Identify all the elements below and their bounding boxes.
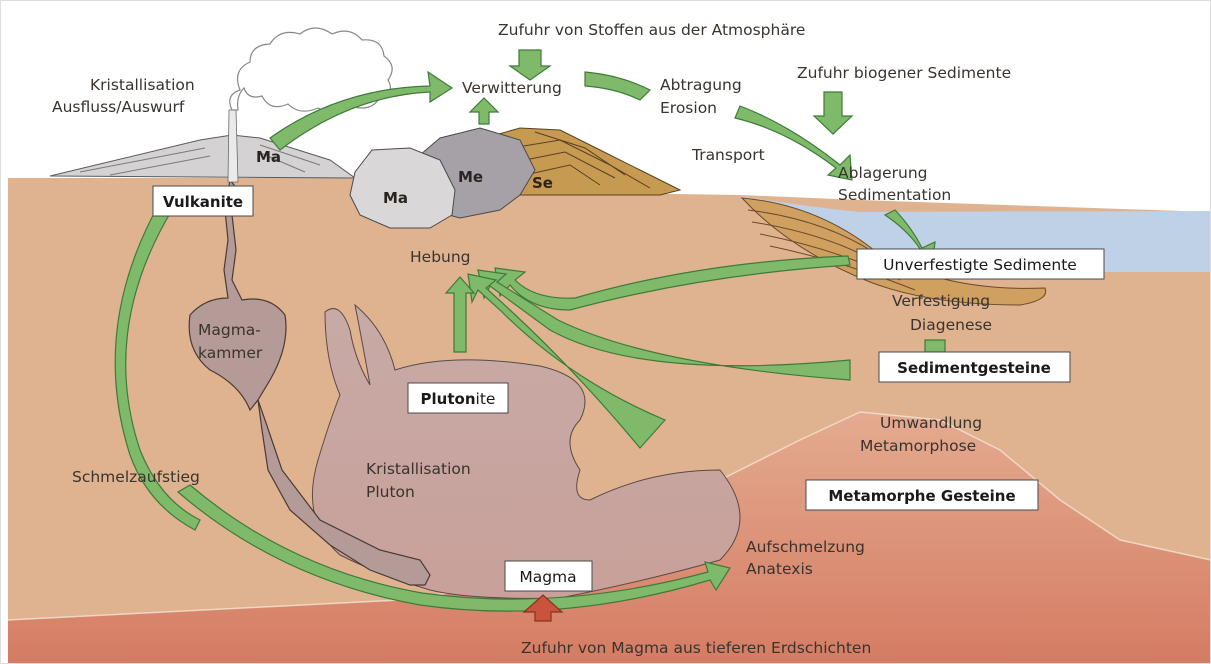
sedimentgesteine-label: Sedimentgesteine <box>897 359 1051 377</box>
box-vulkanite: Vulkanite <box>153 186 253 216</box>
metamorphe-label: Metamorphe Gesteine <box>828 487 1015 505</box>
schmelzaufstieg-label: Schmelzaufstieg <box>72 468 200 486</box>
biogen-label: Zufuhr biogener Sedimente <box>797 64 1011 82</box>
verfestigung-label: Verfestigung <box>892 292 990 310</box>
box-magma: Magma <box>505 561 592 591</box>
diagenese-label: Diagenese <box>910 316 992 334</box>
box-plutonite: Plutonite <box>408 383 508 413</box>
magmakammer-label-2: kammer <box>198 344 263 362</box>
magmakammer-label-1: Magma- <box>198 321 261 339</box>
kristallisation-pluton-label: Kristallisation <box>366 460 471 478</box>
pluton-label: Pluton <box>366 483 415 501</box>
box-unverfestigte-sedimente: Unverfestigte Sedimente <box>857 249 1104 279</box>
hebung-label: Hebung <box>410 248 471 266</box>
ablagerung-label: Ablagerung <box>838 164 927 182</box>
plutonite-label-bold: Pluton <box>421 390 476 408</box>
metamorphite-label: Me <box>458 168 483 186</box>
box-metamorphe-gesteine: Metamorphe Gesteine <box>806 480 1038 510</box>
unverfestigte-label: Unverfestigte Sedimente <box>883 256 1077 274</box>
box-sedimentgesteine: Sedimentgesteine <box>879 352 1070 382</box>
plutonite-label-rest: ite <box>476 390 496 408</box>
plutonite-label: Plutonite <box>421 390 496 408</box>
erosion-label: Erosion <box>660 99 717 117</box>
arrow-diagenese <box>925 340 945 352</box>
vulkanite-label: Vulkanite <box>163 193 243 211</box>
sedimentite-label: Se <box>532 174 553 192</box>
umwandlung-label: Umwandlung <box>880 414 982 432</box>
atmosphere-input-label: Zufuhr von Stoffen aus der Atmosphäre <box>498 21 805 39</box>
magmatite-label: Ma <box>383 189 408 207</box>
abtragung-label: Abtragung <box>660 76 742 94</box>
ausfluss-label: Ausfluss/Auswurf <box>52 98 185 116</box>
anatexis-label: Anatexis <box>746 560 813 578</box>
magma-label: Magma <box>519 568 576 586</box>
transport-label: Transport <box>691 146 765 164</box>
verwitterung-label: Verwitterung <box>462 79 562 97</box>
kristallisation-label: Kristallisation <box>90 76 195 94</box>
aufschmelzung-label: Aufschmelzung <box>746 538 865 556</box>
metamorphose-label: Metamorphose <box>860 437 976 455</box>
magma-input-label: Zufuhr von Magma aus tieferen Erdschicht… <box>521 639 871 657</box>
volcano-rock-label: Ma <box>256 148 281 166</box>
sedimentation-label: Sedimentation <box>838 186 951 204</box>
